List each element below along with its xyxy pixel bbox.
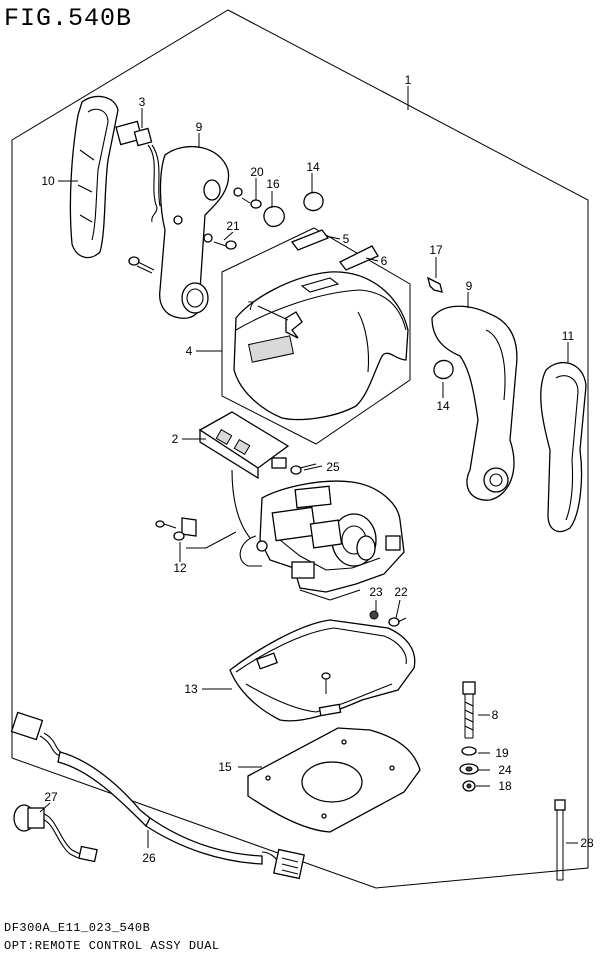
callout-26: 26 [142, 851, 156, 865]
assembly-boundary [11, 9, 589, 889]
callout-23: 23 [369, 585, 383, 599]
callout-labels: 1 2 3 4 5 6 7 8 9 9 10 11 12 13 14 14 15… [41, 73, 594, 865]
callout-10: 10 [41, 174, 55, 188]
figure-title: FIG.540B [4, 4, 133, 33]
part-9-left-lever [159, 145, 230, 319]
callout-5: 5 [343, 232, 350, 246]
part-20-screw [233, 187, 262, 209]
part-12-bracket [155, 517, 237, 549]
callout-6: 6 [381, 254, 388, 268]
part-25-screw [271, 457, 317, 475]
part-2-switch-panel [198, 411, 290, 539]
callout-11: 11 [562, 329, 575, 343]
callout-14-lower: 14 [436, 399, 450, 413]
callout-1: 1 [405, 73, 412, 87]
callout-12: 12 [173, 561, 187, 575]
part-10-left-cover [69, 95, 119, 259]
part-14-pad-lower [433, 359, 454, 380]
callout-19: 19 [495, 746, 509, 760]
callout-3: 3 [139, 95, 146, 109]
part-16-cap [263, 205, 285, 228]
figure-description: OPT:REMOTE CONTROL ASSY DUAL [4, 939, 220, 953]
callout-17: 17 [429, 243, 443, 257]
part-15-gasket [247, 727, 421, 833]
callout-22: 22 [394, 585, 408, 599]
callout-9-right: 9 [466, 279, 473, 293]
callout-4: 4 [186, 344, 193, 358]
callout-24: 24 [498, 763, 512, 777]
main-control-mechanism [239, 480, 405, 601]
part-8-bolt [462, 681, 476, 739]
part-7-emblem [285, 311, 303, 339]
part-24-washer [459, 763, 479, 775]
callout-8: 8 [492, 708, 499, 722]
part-18-nut [462, 780, 476, 792]
part-11-right-cover [540, 361, 587, 533]
callout-21: 21 [226, 219, 240, 233]
part-22-screw [388, 617, 407, 627]
callout-27: 27 [44, 790, 58, 804]
part-9-right-lever [431, 305, 518, 501]
callout-28: 28 [580, 836, 594, 850]
callout-16: 16 [266, 177, 280, 191]
callout-7: 7 [248, 299, 255, 313]
part-3-connector-harness [115, 120, 161, 223]
part-27-sensor-lead [13, 804, 98, 863]
part-5-decal [290, 229, 330, 251]
callout-18: 18 [498, 779, 512, 793]
part-6-decal [339, 245, 379, 271]
part-19-washer [461, 746, 477, 756]
callout-20: 20 [250, 165, 264, 179]
part-23-nut [369, 610, 379, 620]
callout-13: 13 [184, 682, 198, 696]
part-13-base-housing [229, 619, 416, 722]
screw-left [128, 256, 155, 274]
callout-9-left: 9 [196, 120, 203, 134]
part-4-main-cover [233, 271, 409, 421]
part-26-wire-harness [10, 711, 305, 880]
part-28-cable-tie [554, 799, 566, 881]
part-21-screw [203, 233, 237, 250]
leader-lines [39, 86, 578, 848]
part-14-pad-upper [303, 191, 324, 212]
callout-14-upper: 14 [306, 160, 320, 174]
cover-group-boundary [221, 227, 411, 445]
callout-25: 25 [326, 460, 340, 474]
callout-2: 2 [172, 432, 179, 446]
part-17-clip [427, 276, 443, 293]
callout-15: 15 [218, 760, 232, 774]
figure-code: DF300A_E11_023_540B [4, 921, 151, 935]
